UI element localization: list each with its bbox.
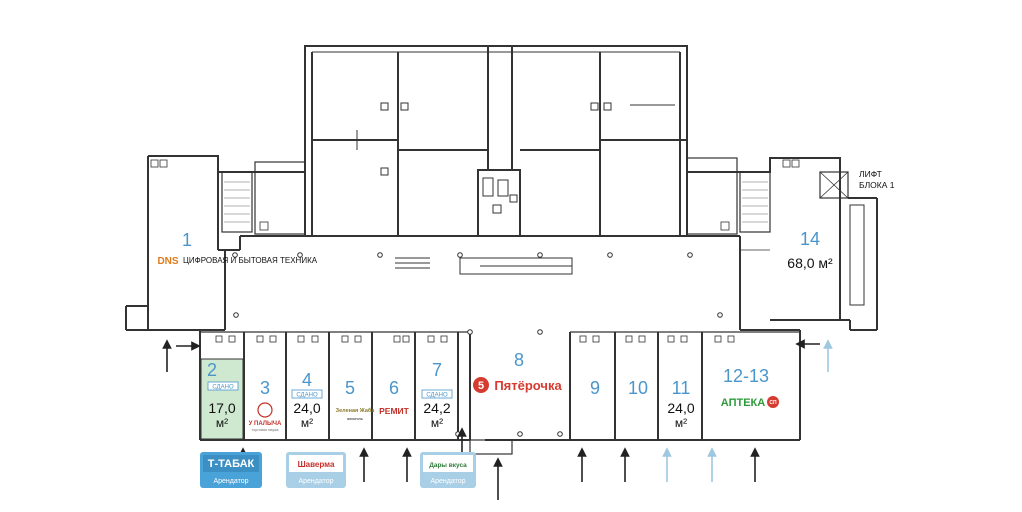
shop-wc-fixtures	[150, 159, 800, 343]
pyaterochka-mark: 5	[478, 380, 484, 392]
unit-3-number: 3	[260, 378, 270, 398]
unit-4-number: 4	[302, 370, 312, 390]
u-palycha-emblem	[257, 402, 273, 418]
unit-7-number: 7	[432, 360, 442, 380]
apteka-logo: АПТЕКА	[721, 397, 765, 409]
stair-treads	[224, 181, 768, 223]
corridor-details	[395, 249, 770, 275]
unit-14-number: 14	[800, 229, 820, 249]
unit-11-number: 11	[672, 378, 691, 398]
unit-4-area-unit: м²	[301, 416, 313, 430]
lift-label-line-2: БЛОКА 1	[859, 180, 895, 190]
sold-tags: СДАНО СДАНО СДАНО	[207, 381, 453, 399]
pyaterochka-logo: Пятёрочка	[494, 378, 562, 393]
tenant-card-shaverma-sub: Арендатор	[298, 478, 333, 485]
tenant-card-ttabak: Т-ТАБАК Арендатор	[200, 452, 262, 488]
tenant-card-ttabak-title: Т-ТАБАК	[208, 458, 255, 470]
apteka-mark-bg	[767, 396, 779, 408]
unit-10-number: 10	[628, 378, 648, 398]
unit-8-number: 8	[514, 350, 524, 370]
u-palycha-sub: торговая марка	[252, 428, 279, 432]
unit-7-area-unit: м²	[431, 416, 443, 430]
unit-1-number: 1	[182, 230, 192, 250]
tenant-card-shaverma-title: Шаверма	[298, 460, 335, 469]
unit-7-area: 24,2	[423, 400, 450, 416]
unit-2-rented-fill	[200, 358, 244, 440]
upper-block-fixtures	[380, 102, 612, 214]
unit-2-area: 17,0	[208, 400, 235, 416]
apteka-mark: СП	[769, 400, 777, 406]
unit-4-sold-tag: СДАНО	[296, 393, 318, 399]
unit-6-number: 6	[389, 378, 399, 398]
unit-11-area-unit: м²	[675, 416, 687, 430]
u-palycha-logo: У ПАЛЫЧА	[249, 421, 282, 427]
unit-2-area-unit: м²	[216, 416, 228, 430]
tenant-card-ttabak-sub: Арендатор	[213, 478, 248, 485]
unit-9-number: 9	[590, 378, 600, 398]
main-walls	[125, 155, 878, 455]
pyaterochka-mark-bg	[473, 377, 489, 393]
tenant-card-dary-vkusa-title: Дары вкуса	[429, 462, 467, 469]
unit-12-13-number: 12-13	[723, 366, 769, 386]
lift-label-line-1: ЛИФТ	[859, 169, 882, 179]
unit-14-area: 68,0 м²	[787, 255, 833, 271]
unit-2-sold-tag: СДАНО	[212, 385, 234, 391]
unit-4-area: 24,0	[293, 400, 320, 416]
remit-logo: РЕМИТ	[379, 406, 410, 416]
unit-11-area: 24,0	[667, 400, 694, 416]
unit-7-sold-tag: СДАНО	[426, 393, 448, 399]
zelenaya-sub: алкоголь	[347, 417, 363, 421]
dns-logo: DNS	[157, 256, 178, 267]
unit-2-number: 2	[207, 360, 217, 380]
tenant-card-dary-vkusa-sub: Арендатор	[430, 478, 465, 485]
tenant-card-shaverma: Шаверма Арендатор	[286, 452, 346, 488]
tenant-card-dary-vkusa: Дары вкуса Арендатор	[420, 452, 476, 488]
unit-5-number: 5	[345, 378, 355, 398]
dns-logo-sub: ЦИФРОВАЯ И БЫТОВАЯ ТЕХНИКА	[183, 256, 318, 265]
zelenaya-logo: Зеленая Жаба	[336, 407, 376, 414]
